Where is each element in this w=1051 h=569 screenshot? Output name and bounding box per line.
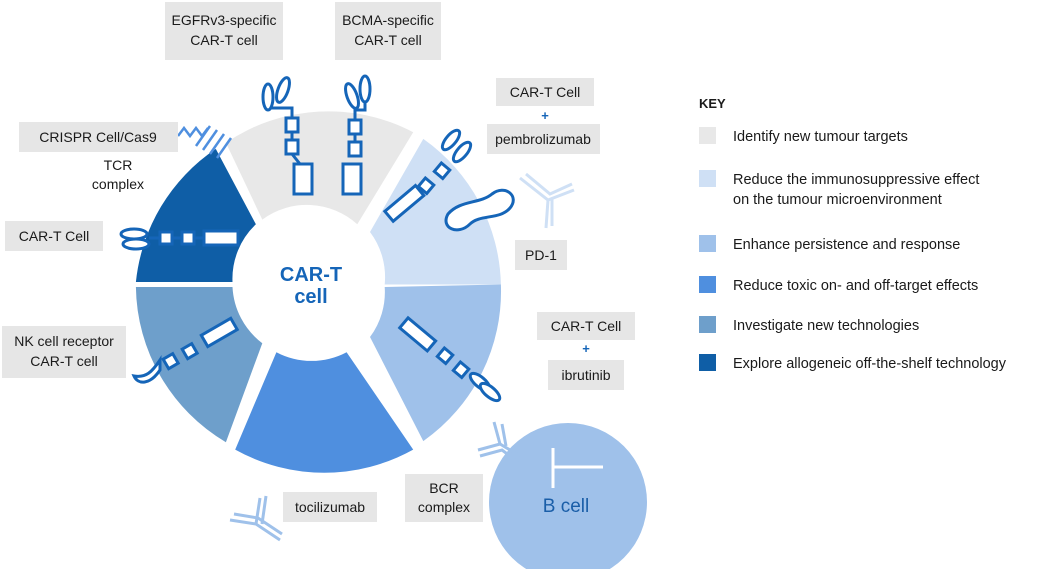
label-bcma-line1: BCMA-specific bbox=[342, 12, 434, 28]
key-item-1-line-1: Identify new tumour targets bbox=[733, 129, 908, 145]
label-cart-ibru-text: CAR-T Cell bbox=[551, 318, 622, 334]
key-swatch-6 bbox=[699, 354, 716, 371]
key-item-4-line-1: Reduce toxic on- and off-target effects bbox=[733, 278, 978, 294]
center-circle bbox=[249, 222, 373, 346]
label-plus-1: + bbox=[541, 108, 549, 123]
label-bcr-line1: BCR bbox=[429, 480, 459, 496]
label-bcma: BCMA-specific CAR-T cell bbox=[335, 2, 441, 60]
pd1-receptor-icon bbox=[444, 188, 515, 232]
key-item-5-line-1: Investigate new technologies bbox=[733, 318, 919, 334]
b-cell-label: B cell bbox=[543, 496, 589, 517]
label-bcr-line2: complex bbox=[418, 499, 470, 515]
label-cart-left: CAR-T Cell bbox=[5, 221, 103, 251]
label-tcr-line1: TCR bbox=[104, 157, 133, 173]
b-cell bbox=[489, 423, 647, 569]
label-pd1-text: PD-1 bbox=[525, 247, 557, 263]
segment-identify-targets bbox=[225, 111, 414, 225]
pembro-car-receptor-icon bbox=[382, 128, 473, 224]
center-title-line1: CAR-T bbox=[280, 264, 342, 286]
key-swatch-5 bbox=[699, 316, 716, 333]
tocilizumab-antibody-icon bbox=[229, 495, 283, 542]
label-crispr: CRISPR Cell/Cas9 bbox=[19, 122, 178, 152]
segment-allogeneic bbox=[135, 148, 256, 282]
ibrutinib-car-receptor-icon bbox=[397, 315, 502, 403]
center-title-line2: cell bbox=[294, 286, 327, 308]
label-cart-pembro: CAR-T Cell + bbox=[496, 78, 594, 123]
key-swatch-1 bbox=[699, 127, 716, 144]
label-plus-2: + bbox=[582, 341, 590, 356]
segment-investigate-technologies bbox=[135, 287, 263, 443]
label-ibrutinib: ibrutinib bbox=[548, 360, 624, 390]
label-tcr-line2: complex bbox=[92, 176, 144, 192]
segment-reduce-toxic bbox=[235, 352, 414, 473]
label-cart-left-text: CAR-T Cell bbox=[19, 228, 90, 244]
label-cart-ibru: CAR-T Cell + bbox=[537, 312, 635, 356]
label-bcr: BCR complex bbox=[405, 474, 483, 522]
key-item-2-line-2: on the tumour microenvironment bbox=[733, 192, 942, 208]
key-item-2-line-1: Reduce the immunosuppressive effect bbox=[733, 172, 979, 188]
bcma-car-receptor-icon bbox=[341, 74, 372, 196]
key-title: KEY bbox=[699, 96, 726, 111]
label-ibrutinib-text: ibrutinib bbox=[561, 367, 610, 383]
left-car-receptor-icon bbox=[119, 227, 240, 251]
key-swatch-4 bbox=[699, 276, 716, 293]
label-egfr-line2: CAR-T cell bbox=[190, 32, 257, 48]
label-pembrolizumab: pembrolizumab bbox=[487, 124, 600, 154]
label-nk-line2: CAR-T cell bbox=[30, 353, 97, 369]
label-tcr: TCR complex bbox=[92, 157, 144, 192]
label-pembrolizumab-text: pembrolizumab bbox=[495, 131, 591, 147]
nk-car-receptor-icon bbox=[131, 316, 240, 384]
label-nk-line1: NK cell receptor bbox=[14, 333, 114, 349]
key-item-3-line-1: Enhance persistence and response bbox=[733, 237, 960, 253]
label-tocilizumab-text: tocilizumab bbox=[295, 499, 365, 515]
pembrolizumab-antibody-icon bbox=[519, 172, 575, 229]
label-pd1: PD-1 bbox=[515, 240, 567, 270]
label-bcma-line2: CAR-T cell bbox=[354, 32, 421, 48]
label-egfr: EGFRv3-specific CAR-T cell bbox=[165, 2, 283, 60]
key-item-6-line-1: Explore allogeneic off-the-shelf technol… bbox=[733, 356, 1007, 372]
key-swatch-3 bbox=[699, 235, 716, 252]
label-nk: NK cell receptor CAR-T cell bbox=[2, 326, 126, 378]
egfr-car-receptor-icon bbox=[261, 76, 314, 196]
label-cart-pembro-text: CAR-T Cell bbox=[510, 84, 581, 100]
label-tocilizumab: tocilizumab bbox=[283, 492, 377, 522]
label-egfr-line1: EGFRv3-specific bbox=[171, 12, 276, 28]
crispr-cas9-icon bbox=[177, 125, 233, 159]
label-crispr-text: CRISPR Cell/Cas9 bbox=[39, 129, 157, 145]
bcr-complex-icon bbox=[477, 421, 521, 464]
b-cell-receptor-bar bbox=[551, 448, 603, 488]
key-swatch-2 bbox=[699, 170, 716, 187]
segment-reduce-immunosuppressive bbox=[370, 138, 501, 285]
